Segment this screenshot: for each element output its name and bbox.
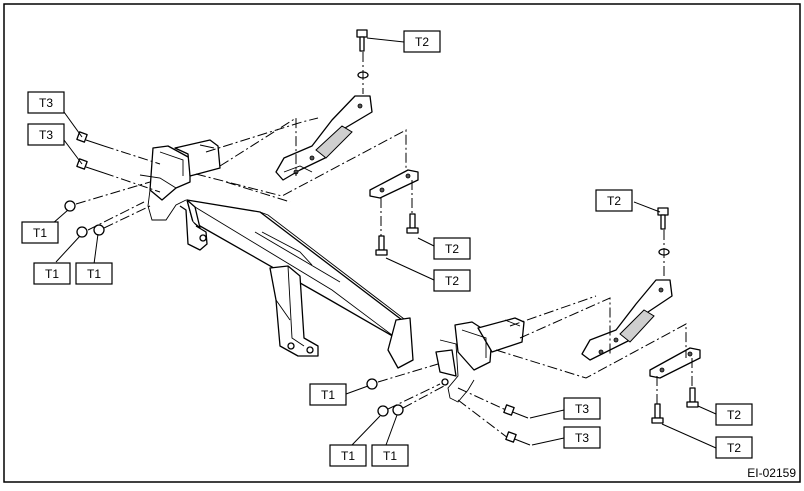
label-t2-right-b: T2 (715, 436, 753, 459)
left-end-mount (139, 139, 221, 251)
projection-lines-right (495, 295, 687, 379)
label-text: T1 (33, 226, 47, 240)
label-t3-b: T3 (27, 123, 65, 146)
upper-strap-left (275, 95, 373, 181)
bolt-right-top (657, 207, 670, 278)
label-text: T1 (87, 267, 101, 281)
label-text: T1 (383, 449, 397, 463)
bolts-plate-left (375, 180, 419, 256)
bolt-top (356, 29, 369, 94)
bolts-t3-bottom (457, 387, 531, 446)
label-text: T2 (727, 441, 741, 455)
label-text: T1 (341, 449, 355, 463)
label-t3-bottom-b: T3 (563, 426, 601, 449)
figure-frame (3, 3, 801, 483)
label-t1-bottom-b: T1 (329, 444, 367, 467)
figure-id: EI-02159 (747, 466, 796, 480)
upper-strap-right (581, 279, 673, 361)
label-text: T2 (607, 194, 621, 208)
label-t2-right-a: T2 (715, 403, 753, 426)
label-text: T2 (727, 408, 741, 422)
label-text: T3 (575, 402, 589, 416)
center-hanger-bracket (269, 265, 319, 357)
label-t1-left-b: T1 (33, 262, 71, 285)
label-t1-left-c: T1 (75, 262, 113, 285)
leader-lines (51, 37, 717, 449)
cross-beam (186, 199, 414, 369)
label-text: T2 (445, 242, 459, 256)
upper-plate-left (369, 169, 419, 199)
label-text: T3 (575, 431, 589, 445)
nuts-t1-bottom (366, 363, 445, 417)
label-text: T3 (39, 128, 53, 142)
nuts-t1-left (64, 181, 151, 238)
label-text: T1 (321, 388, 335, 402)
label-t2-mid-a: T2 (433, 237, 471, 260)
label-text: T2 (415, 35, 429, 49)
label-text: T2 (445, 274, 459, 288)
bolts-t3-left (76, 131, 161, 193)
label-t2-right-top: T2 (595, 189, 633, 212)
projection-lines-upper-left (195, 117, 407, 203)
upper-plate-right (649, 347, 701, 379)
label-t3-a: T3 (27, 91, 65, 114)
label-text: T3 (39, 96, 53, 110)
label-t3-bottom-a: T3 (563, 397, 601, 420)
label-text: T1 (45, 267, 59, 281)
label-t1-left-a: T1 (21, 221, 59, 244)
label-t2-mid-b: T2 (433, 269, 471, 292)
right-end-mount (435, 317, 525, 403)
label-t2-top: T2 (403, 30, 441, 53)
label-t1-bottom-c: T1 (371, 444, 409, 467)
bolts-plate-right (651, 358, 699, 424)
label-t1-bottom-a: T1 (309, 383, 347, 406)
